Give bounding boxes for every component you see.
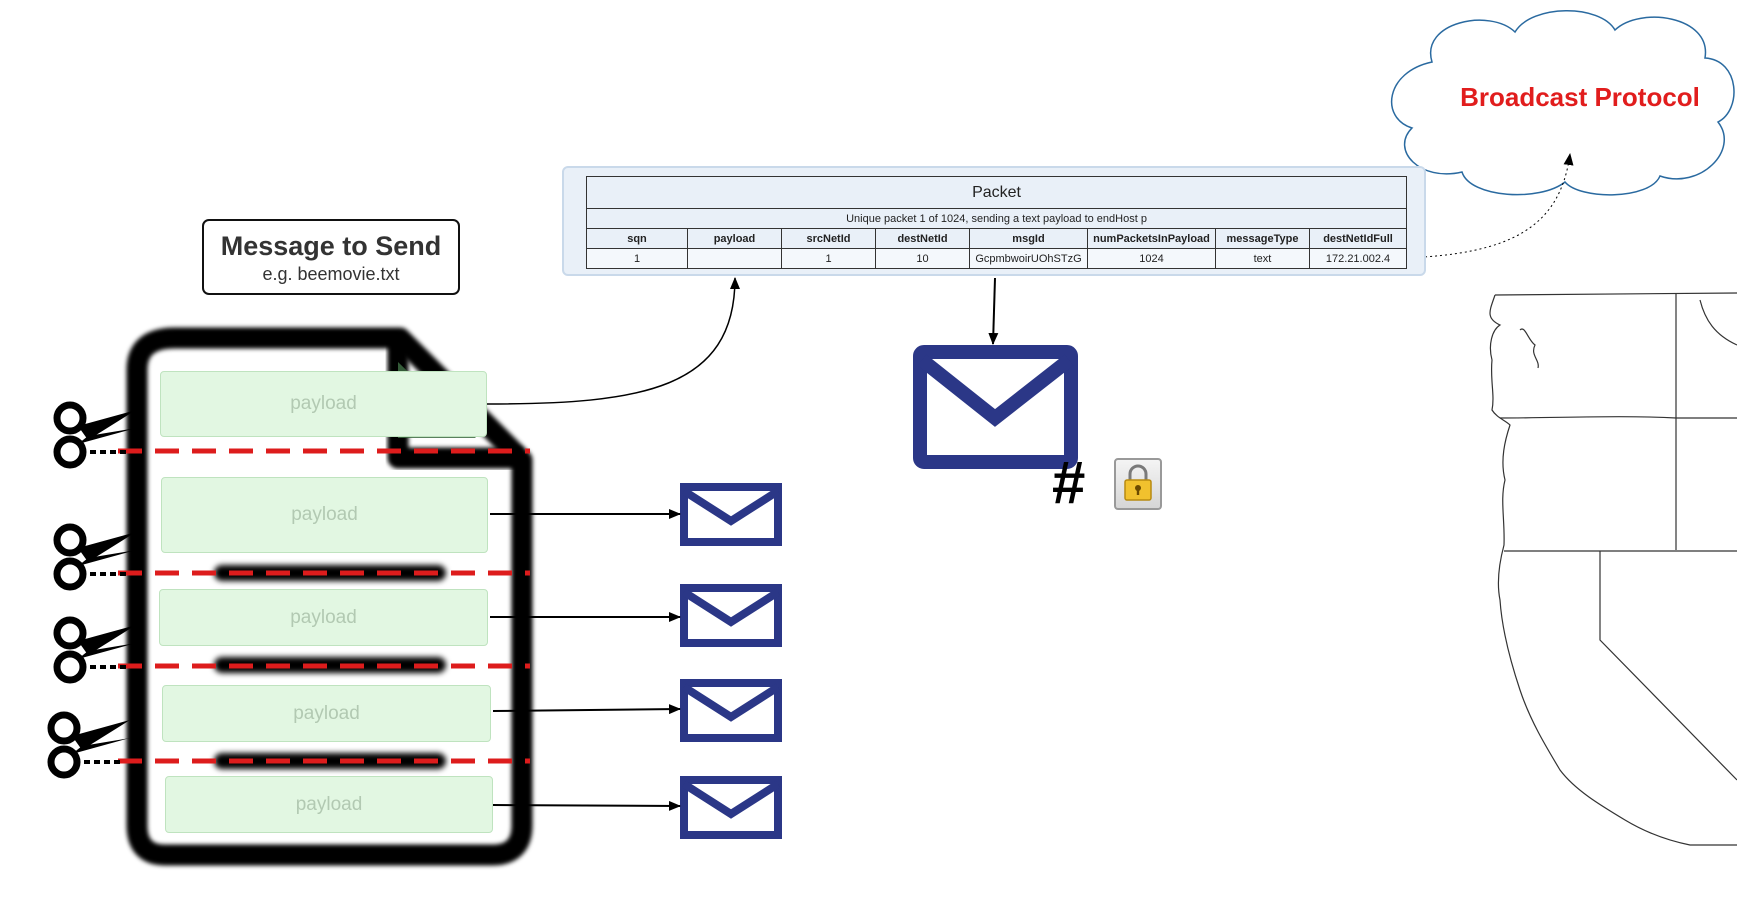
cut-bar-shadow bbox=[214, 753, 446, 769]
scissors-icon bbox=[47, 711, 130, 779]
packet-header-row: sqn payload srcNetId destNetId msgId num… bbox=[586, 228, 1408, 249]
packet-table: Packet Unique packet 1 of 1024, sending … bbox=[585, 176, 1408, 269]
payload-block: payload bbox=[162, 685, 491, 742]
packet-title: Packet bbox=[585, 176, 1408, 209]
packet-cell: 10 bbox=[875, 248, 970, 269]
hash-symbol: # bbox=[1052, 449, 1086, 516]
packet-column-header: numPacketsInPayload bbox=[1087, 228, 1216, 249]
packet-cell: 172.21.002.4 bbox=[1308, 248, 1408, 269]
payload-arrow bbox=[492, 800, 681, 811]
us-west-map bbox=[1489, 292, 1737, 846]
payload-block: payload bbox=[165, 776, 493, 833]
packet-container: Packet Unique packet 1 of 1024, sending … bbox=[562, 166, 1426, 276]
message-box-title: Message to Send bbox=[220, 231, 442, 261]
packet-cell: 1 bbox=[586, 248, 688, 269]
lock-icon bbox=[1114, 458, 1162, 510]
packet-column-header: payload bbox=[687, 228, 782, 249]
message-to-send-box: Message to Send e.g. beemovie.txt bbox=[202, 219, 460, 295]
envelope-icon bbox=[680, 679, 782, 742]
packet-column-header: sqn bbox=[586, 228, 688, 249]
scissors-icon bbox=[53, 401, 136, 469]
packet-cell: 1024 bbox=[1087, 248, 1216, 269]
packet-cell: GcpmbwoirUOhSTzG bbox=[969, 248, 1088, 269]
packet-description: Unique packet 1 of 1024, sending a text … bbox=[585, 208, 1408, 229]
cut-bar-shadow bbox=[214, 657, 446, 673]
scissors-icon bbox=[53, 523, 136, 591]
envelope-icon bbox=[680, 483, 782, 546]
payload-block: payload bbox=[159, 589, 488, 646]
payload-arrow bbox=[492, 704, 681, 715]
envelope-icon bbox=[680, 776, 782, 839]
packet-column-header: destNetIdFull bbox=[1308, 228, 1408, 249]
packet-cell: text bbox=[1215, 248, 1310, 269]
packet-cell bbox=[687, 248, 782, 269]
cut-bar-shadow bbox=[214, 565, 446, 581]
envelope-icon bbox=[680, 584, 782, 647]
packet-column-header: srcNetId bbox=[781, 228, 876, 249]
dest-to-broadcast-arrow bbox=[1404, 153, 1574, 259]
packet-data-row: 1 1 10 GcpmbwoirUOhSTzG 1024 text 172.21… bbox=[586, 248, 1408, 269]
packet-column-header: destNetId bbox=[875, 228, 970, 249]
payload-block: payload bbox=[160, 371, 487, 437]
scissors-icon bbox=[53, 616, 136, 684]
broadcast-protocol-label: Broadcast Protocol bbox=[1460, 82, 1700, 112]
packet-cell: 1 bbox=[781, 248, 876, 269]
message-box-subtitle: e.g. beemovie.txt bbox=[262, 264, 400, 284]
packet-to-envelope-arrow bbox=[988, 277, 999, 345]
packet-column-header: msgId bbox=[969, 228, 1088, 249]
packet-column-header: messageType bbox=[1215, 228, 1310, 249]
envelope-icon-large bbox=[913, 345, 1078, 469]
payload-to-packet-arrow bbox=[486, 277, 740, 405]
payload-block: payload bbox=[161, 477, 488, 553]
